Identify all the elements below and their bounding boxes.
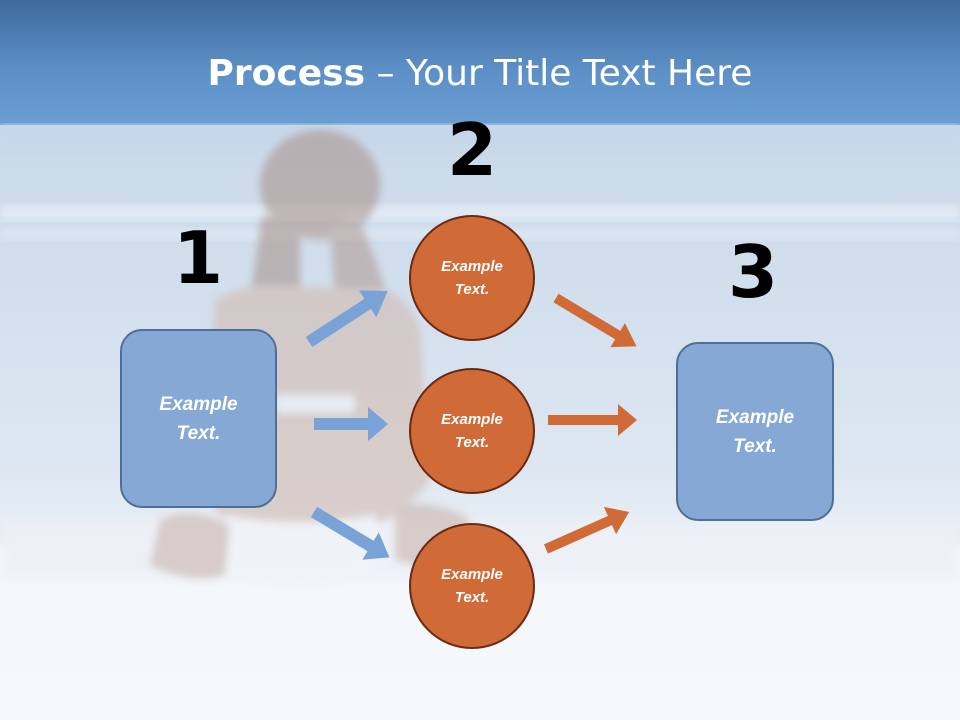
step-3-text: Example Text.: [716, 403, 794, 461]
arrow-right-icon: [305, 290, 388, 348]
circle-middle-line2: Text.: [454, 434, 490, 451]
title-bold: Process: [207, 53, 366, 94]
step-1-text-line2: Text.: [176, 422, 221, 444]
step-number-1: 1: [172, 216, 224, 300]
step-1-box: Example Text.: [120, 329, 277, 508]
circle-bottom-line2: Text.: [454, 589, 490, 606]
step-number-3: 3: [727, 230, 779, 314]
arrow-right-icon: [548, 404, 637, 436]
circle-top-line2: Text.: [454, 281, 490, 298]
circle-bottom-line1: Example: [441, 566, 503, 583]
circle-top-line1: Example: [441, 258, 503, 275]
arrow-right-icon: [310, 506, 390, 560]
step-2-circle-middle: Example Text.: [409, 368, 535, 494]
step-3-text-line2: Text.: [733, 435, 777, 457]
step-1-text: Example Text.: [159, 390, 237, 448]
title-rest: – Your Title Text Here: [365, 53, 753, 94]
step-3-text-line1: Example: [715, 406, 795, 428]
step-1-text-line1: Example: [159, 393, 238, 415]
step-2-circle-top: Example Text.: [409, 215, 535, 341]
step-number-2: 2: [446, 108, 498, 192]
arrow-right-icon: [314, 407, 388, 441]
arrow-right-icon: [553, 293, 637, 348]
circle-middle-line1: Example: [441, 411, 503, 428]
slide-title: Process – Your Title Text Here: [0, 52, 960, 96]
arrow-right-icon: [543, 506, 630, 554]
step-2-circle-bottom: Example Text.: [409, 523, 535, 649]
step-3-box: Example Text.: [676, 342, 834, 521]
